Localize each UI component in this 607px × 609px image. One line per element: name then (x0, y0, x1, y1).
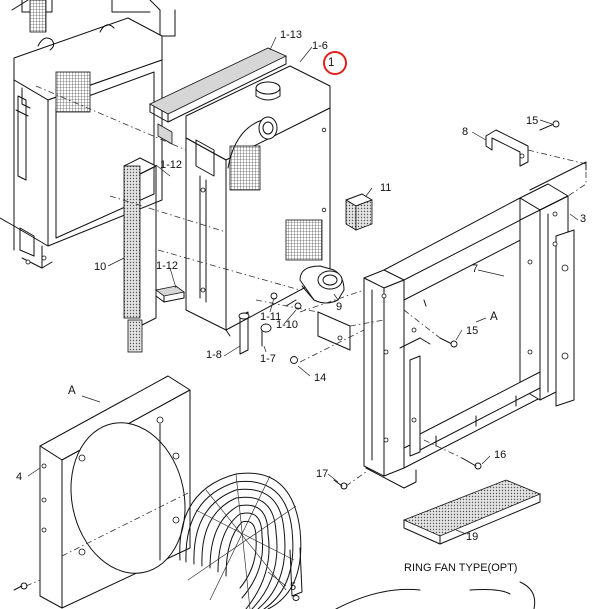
ring-fan-partial (335, 581, 536, 609)
label-1-8: 1-8 (206, 349, 222, 361)
label-15-upper: 15 (526, 115, 538, 127)
part-16-17-bolts (333, 439, 482, 490)
radiator-core-mesh-upper (229, 145, 261, 191)
label-8: 8 (462, 126, 468, 138)
shroud-opening (70, 422, 186, 574)
frame-side-bracket (555, 229, 575, 407)
top-mesh-panel (29, 0, 47, 33)
label-1-7: 1-7 (260, 353, 276, 365)
part-1-12-brackets (155, 285, 185, 303)
label-3: 3 (580, 213, 586, 225)
label-16: 16 (494, 449, 506, 461)
seal-vertical (123, 165, 141, 319)
label-1-11: 1-11 (260, 311, 281, 323)
label-1-10: 1-10 (276, 319, 298, 331)
label-1-13: 1-13 (280, 29, 302, 41)
assembly-lines (35, 85, 385, 557)
fittings (238, 292, 351, 364)
label-17: 17 (316, 468, 328, 480)
ring-fan-caption: RING FAN TYPE(OPT) (404, 562, 517, 574)
label-1-12-upper: 1-12 (160, 159, 182, 171)
label-4: 4 (16, 471, 22, 483)
radiator-cap (255, 81, 281, 95)
shroud-side-panel (13, 79, 49, 247)
part-11-block (345, 193, 373, 231)
label-10: 10 (94, 261, 106, 273)
label-1-12-lower: 1-12 (156, 260, 178, 272)
label-A-frame: A (490, 311, 498, 323)
part-1-13-seal-strip (149, 47, 287, 145)
label-5: 5 (290, 581, 296, 593)
label-1: 1 (328, 57, 334, 69)
part-19-pad (402, 479, 542, 545)
label-7: 7 (472, 263, 478, 275)
highlight-circle (323, 51, 347, 75)
label-14: 14 (314, 372, 326, 384)
part-5-fan-guard (179, 472, 303, 609)
part-15-bolts (403, 120, 560, 348)
label-15-lower: 15 (466, 325, 478, 337)
label-19: 19 (466, 531, 478, 543)
label-11: 11 (380, 182, 391, 194)
part-1-radiator (185, 65, 331, 337)
label-9: 9 (336, 301, 342, 313)
part-3-7-frame (363, 161, 587, 489)
front-mesh-grille (55, 71, 91, 113)
part-9-hose (299, 265, 345, 304)
part-4-fan-shroud (13, 375, 191, 609)
part-8-bracket (485, 129, 587, 197)
leader-lines (27, 36, 579, 587)
label-1-6: 1-6 (312, 40, 328, 52)
label-A-shroud: A (68, 385, 76, 397)
radiator-inlet (258, 116, 278, 140)
background-assembly (0, 0, 176, 269)
callout-labels: 1-13 1-6 1 1-12 1-12 1-11 1-10 1-8 1-7 1… (16, 29, 586, 593)
radiator-core-mesh-lower (285, 219, 323, 261)
